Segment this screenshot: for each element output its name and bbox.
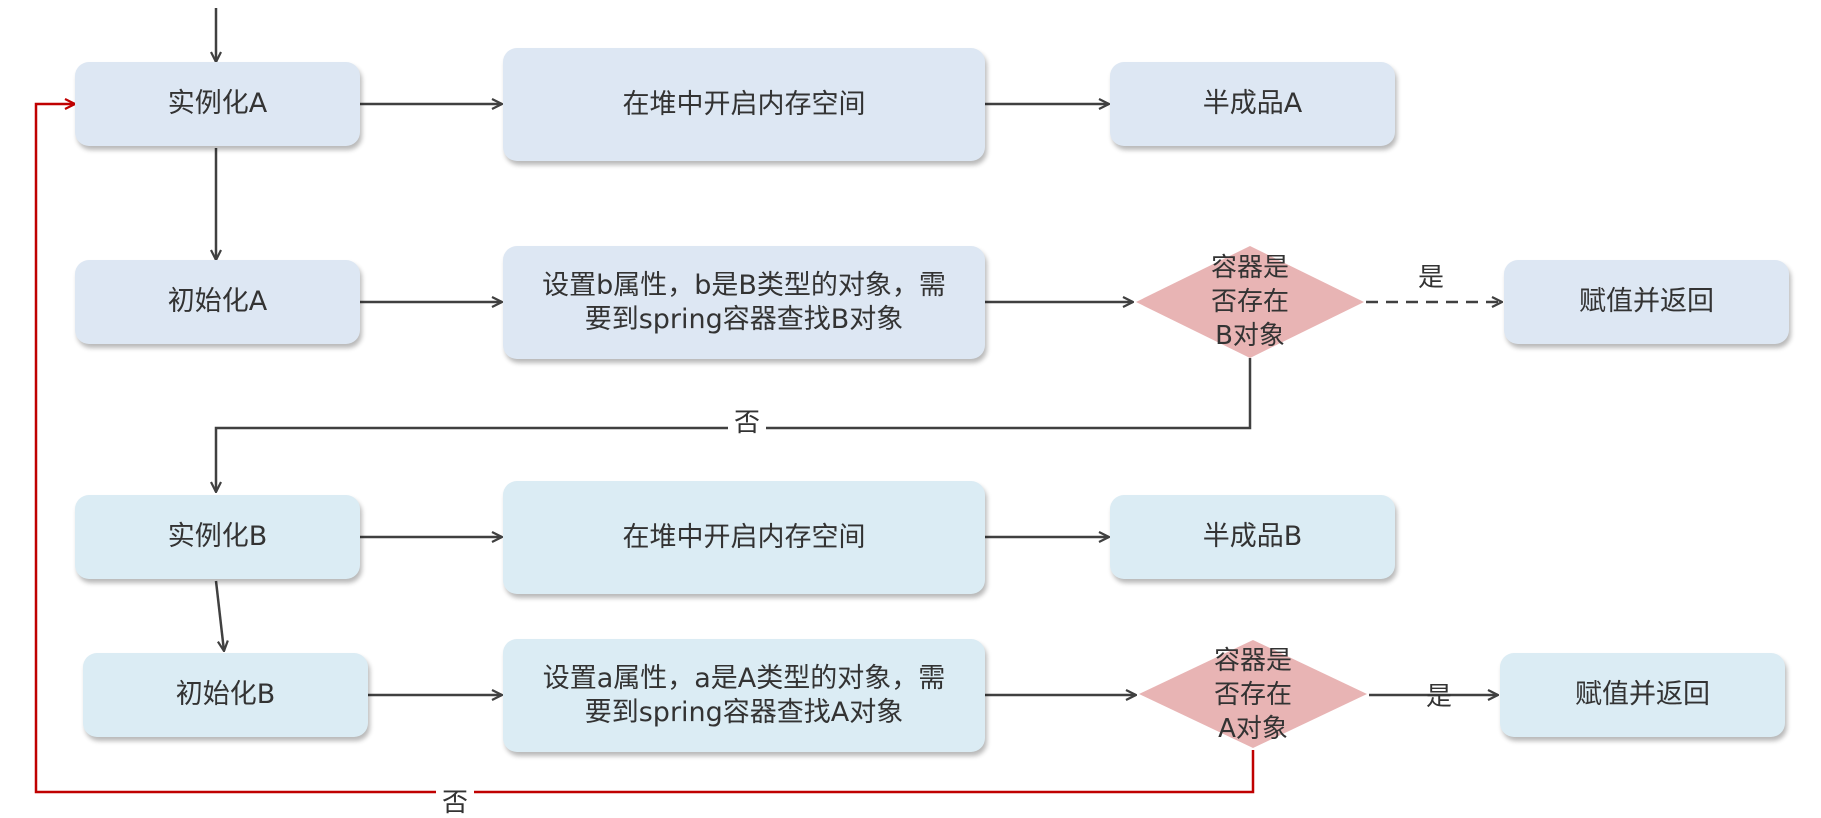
set-a-property-box: 设置a属性，a是A类型的对象，需 要到spring容器查找A对象 (503, 639, 985, 752)
decision-a-text: 容器是 否存在 A对象 (1163, 643, 1343, 747)
init-a-label: 初始化A (167, 286, 268, 317)
heap-alloc-b-label: 在堆中开启内存空间 (622, 521, 866, 553)
heap-alloc-a-label: 在堆中开启内存空间 (622, 88, 866, 120)
decision-b-no-label: 否 (728, 402, 767, 439)
init-b-label: 初始化B (175, 679, 276, 710)
set-b-property-box: 设置b属性，b是B类型的对象，需 要到spring容器查找B对象 (503, 246, 985, 359)
decision-b-line1: 容器是 (1210, 253, 1289, 283)
arrow-instantiate-b-to-init-b (214, 580, 224, 651)
decision-a-yes-label: 是 (1426, 682, 1453, 712)
decision-b-yes-label: 是 (1412, 257, 1451, 294)
instantiate-b-label: 实例化B (167, 521, 268, 552)
decision-diamond-b (1136, 246, 1364, 358)
assign-return-a-label: 赋值并返回 (1575, 679, 1710, 710)
instantiate-a-label: 实例化A (167, 88, 268, 119)
decision-diamond-a (1139, 640, 1367, 748)
decision-a-line1: 容器是 (1213, 646, 1292, 676)
set-b-property-line2: 要到spring容器查找B对象 (584, 303, 904, 335)
assign-return-a-box: 赋值并返回 (1500, 653, 1785, 737)
init-b-box: 初始化B (83, 653, 368, 737)
decision-a-line3: A对象 (1218, 714, 1288, 744)
half-product-a-label: 半成品A (1202, 88, 1303, 119)
instantiate-b-box: 实例化B (75, 495, 360, 579)
set-b-property-line1: 设置b属性，b是B类型的对象，需 (542, 269, 946, 301)
instantiate-a-box: 实例化A (75, 62, 360, 146)
heap-alloc-b-box: 在堆中开启内存空间 (503, 481, 985, 594)
heap-alloc-a-box: 在堆中开启内存空间 (503, 48, 985, 161)
decision-b-line3: B对象 (1215, 321, 1285, 351)
decision-a-line2: 否存在 (1213, 680, 1292, 710)
assign-return-b-box: 赋值并返回 (1504, 260, 1789, 344)
decision-b-text: 容器是 否存在 B对象 (1160, 250, 1340, 354)
assign-return-b-label: 赋值并返回 (1579, 286, 1714, 317)
set-a-property-line1: 设置a属性，a是A类型的对象，需 (542, 662, 946, 694)
half-product-b-box: 半成品B (1110, 495, 1395, 579)
decision-b-line2: 否存在 (1210, 287, 1289, 317)
set-a-property-line2: 要到spring容器查找A对象 (584, 696, 904, 728)
decision-a-no-label: 否 (436, 788, 475, 818)
half-product-a-box: 半成品A (1110, 62, 1395, 146)
half-product-b-label: 半成品B (1202, 521, 1303, 552)
init-a-box: 初始化A (75, 260, 360, 344)
arrow-feedback-loop (34, 104, 1255, 794)
